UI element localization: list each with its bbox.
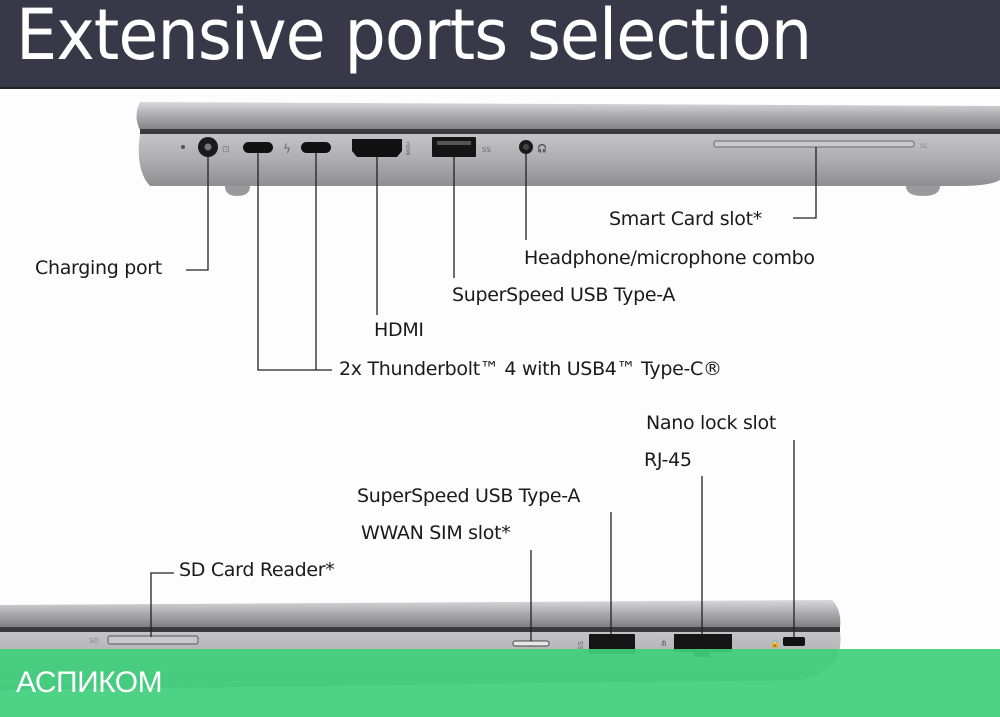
label-usb-a: SuperSpeed USB Type-A — [452, 284, 676, 306]
network-icon: ⋔ — [660, 639, 668, 649]
sim-slot — [512, 640, 550, 647]
label-sd-card: SD Card Reader* — [179, 559, 335, 581]
headset-icon: 🎧 — [537, 143, 547, 153]
sd-card-slot — [107, 635, 199, 645]
foot — [225, 186, 250, 196]
sd-marking: SD — [89, 637, 99, 645]
label-smart-card: Smart Card slot* — [609, 208, 762, 230]
usb-a-port — [432, 137, 476, 157]
thunderbolt-port-1 — [243, 142, 273, 153]
label-rj45: RJ-45 — [644, 449, 692, 471]
charging-marking: ⊡ — [222, 145, 230, 155]
label-nano-lock: Nano lock slot — [646, 412, 777, 434]
label-audio-combo: Headphone/microphone combo — [524, 247, 815, 269]
lock-icon: 🔒 — [770, 639, 780, 648]
callout-lines-left-side — [186, 147, 817, 371]
brand-name: АСПИКОМ — [16, 666, 163, 699]
hdmi-marking: HDMI — [404, 142, 410, 155]
label-usb-a-right: SuperSpeed USB Type-A — [357, 485, 581, 507]
label-hdmi: HDMI — [374, 319, 424, 341]
thunderbolt-icon: ϟ — [283, 142, 291, 156]
led-indicator — [181, 145, 185, 149]
nano-lock-slot — [783, 637, 805, 646]
label-thunderbolt: 2x Thunderbolt™ 4 with USB4™ Type-C® — [339, 358, 722, 380]
thunderbolt-port-2 — [301, 142, 331, 153]
usb-marking: SS — [482, 146, 491, 154]
usb-marking-right: SS — [577, 641, 585, 650]
label-sim-slot: WWAN SIM slot* — [361, 522, 511, 544]
label-charging-port: Charging port — [35, 257, 162, 279]
smart-card-marking: SC — [920, 143, 928, 150]
laptop-left-side: ⊡ ϟ HDMI SS 🎧 SC — [136, 102, 1000, 196]
footer-banner: АСПИКОМ — [0, 649, 1000, 717]
title-bar: Extensive ports selection — [0, 0, 1000, 89]
page-title: Extensive ports selection — [16, 0, 812, 76]
rj45-port — [674, 634, 732, 652]
hdmi-port — [352, 139, 402, 157]
smart-card-slot — [713, 140, 915, 148]
callout-lines-right-side — [150, 440, 795, 641]
